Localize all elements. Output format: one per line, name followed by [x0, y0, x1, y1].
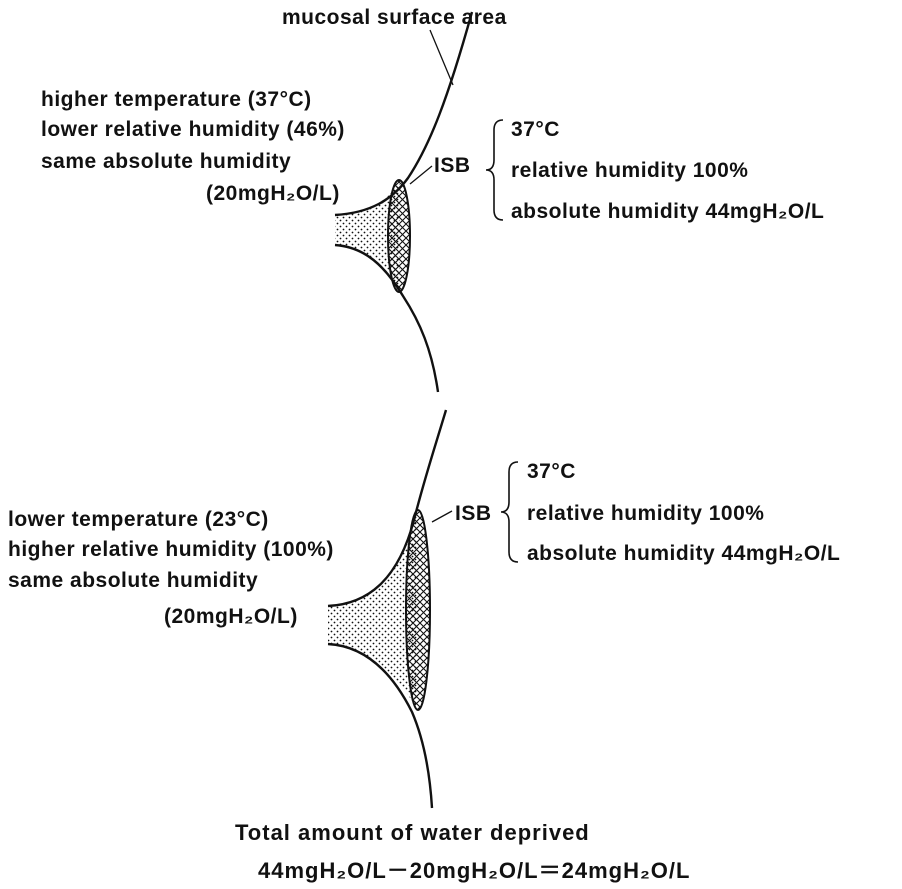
top-isb-brace	[485, 119, 504, 221]
bottom-condition-ah-value: (20mgH₂O/L)	[164, 605, 298, 628]
bottom-isb-region	[405, 509, 431, 711]
top-airflow-region	[335, 180, 400, 292]
top-condition-rh: lower relative humidity (46%)	[41, 118, 345, 141]
top-condition-ah-value: (20mgH₂O/L)	[206, 182, 340, 205]
surface-leader-line	[429, 29, 454, 86]
top-upper-wall	[334, 11, 474, 217]
bottom-panel: lower temperature (23°C) higher relative…	[8, 409, 840, 809]
bottom-upper-wall	[327, 409, 448, 608]
top-lower-wall	[334, 243, 440, 393]
top-isb-rh: relative humidity 100%	[511, 159, 748, 182]
bottom-isb-leader	[431, 510, 453, 523]
top-isb-region	[387, 179, 411, 293]
bottom-lower-wall	[327, 642, 434, 809]
bottom-isb-brace	[500, 461, 519, 563]
top-isb-ah: absolute humidity 44mgH₂O/L	[511, 200, 824, 223]
top-isb-leader	[409, 165, 433, 185]
top-panel: mucosal surface area higher temperature …	[41, 6, 824, 393]
total-water-equation: 44mgH₂O/L－20mgH₂O/L＝24mgH₂O/L	[258, 858, 690, 883]
surface-label: mucosal surface area	[282, 6, 507, 29]
bottom-condition-temp: lower temperature (23°C)	[8, 508, 269, 531]
bottom-isb-label: ISB	[455, 502, 492, 525]
bottom-condition-ah: same absolute humidity	[8, 569, 258, 592]
bottom-condition-rh: higher relative humidity (100%)	[8, 538, 334, 561]
bottom-isb-ah: absolute humidity 44mgH₂O/L	[527, 542, 840, 565]
total-water-label: Total amount of water deprived	[235, 820, 590, 845]
top-isb-label: ISB	[434, 154, 471, 177]
footer: Total amount of water deprived 44mgH₂O/L…	[235, 820, 690, 883]
top-condition-ah: same absolute humidity	[41, 150, 291, 173]
bottom-isb-rh: relative humidity 100%	[527, 502, 764, 525]
bottom-isb-temp: 37°C	[527, 460, 576, 483]
top-condition-temp: higher temperature (37°C)	[41, 88, 312, 111]
top-isb-temp: 37°C	[511, 118, 560, 141]
bottom-airflow-region	[328, 512, 417, 708]
